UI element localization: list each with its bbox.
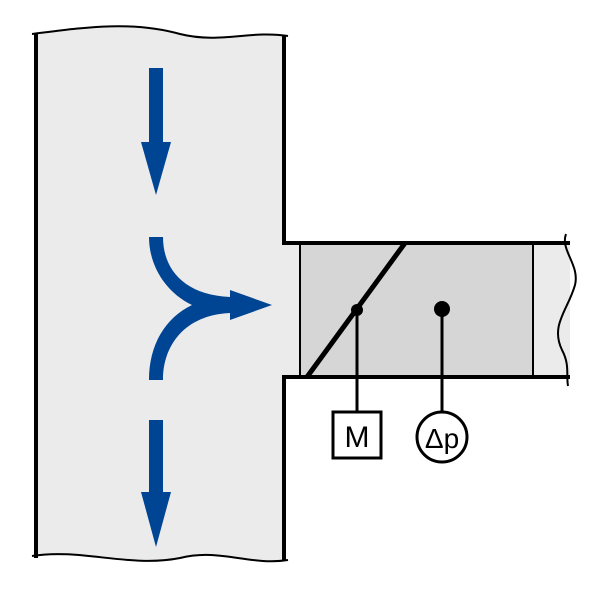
pressure-sensor-circle [415, 410, 469, 464]
flow-arrow-down-top-icon [141, 68, 171, 195]
branch-duct-end [556, 233, 577, 387]
damper-housing [299, 242, 534, 378]
main-duct-bottom-edge [31, 553, 289, 563]
motor-box [331, 410, 383, 460]
pressure-sensor-label: Δp [425, 423, 459, 454]
flow-arrow-down-bottom-icon [141, 420, 171, 547]
main-duct [36, 26, 284, 562]
main-duct-top-edge [31, 25, 289, 39]
duct-right-wall [282, 36, 570, 560]
flow-arrows [141, 68, 272, 547]
flow-arrow-split-icon [149, 237, 272, 380]
motor-label: M [345, 421, 370, 454]
